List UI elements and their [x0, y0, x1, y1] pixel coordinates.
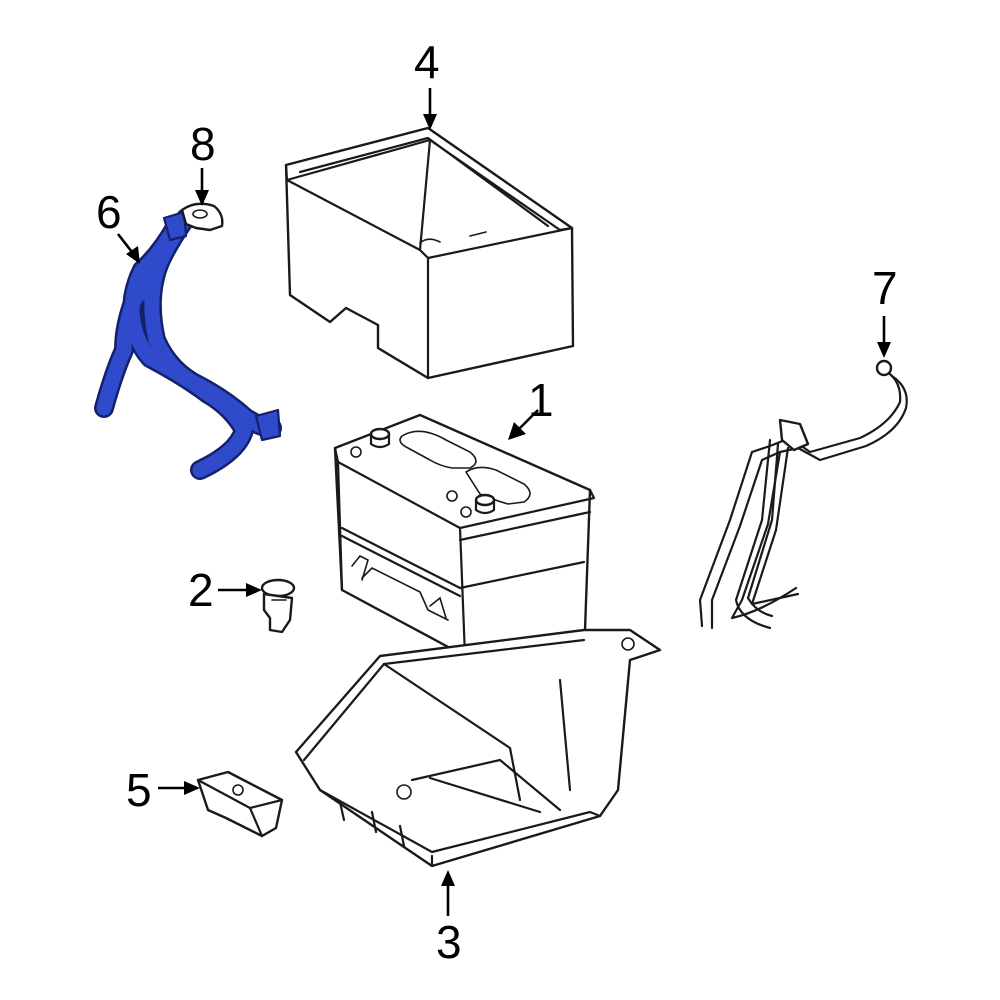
- battery-part-1[interactable]: [333, 413, 596, 658]
- callout-label-1: 1: [528, 374, 554, 426]
- callout-1: 1: [508, 374, 554, 440]
- callout-label-2: 2: [188, 564, 214, 616]
- callout-7: 7: [872, 262, 898, 358]
- cable-part-7[interactable]: [698, 359, 908, 630]
- callout-label-5: 5: [126, 764, 152, 816]
- callout-label-7: 7: [872, 262, 898, 314]
- callout-label-4: 4: [414, 36, 440, 88]
- battery-tray-part-3[interactable]: [294, 628, 662, 868]
- terminal-part-8[interactable]: [180, 202, 224, 232]
- callout-5: 5: [126, 764, 200, 816]
- callout-3: 3: [436, 870, 462, 968]
- callout-label-8: 8: [190, 118, 216, 170]
- hold-down-part-5[interactable]: [196, 770, 284, 838]
- callout-2: 2: [188, 564, 262, 616]
- clip-part-2[interactable]: [260, 578, 296, 634]
- callout-8: 8: [190, 118, 216, 206]
- battery-insulator-part-4[interactable]: [284, 126, 575, 380]
- callout-label-6: 6: [96, 186, 122, 238]
- cable-part-6[interactable]: [94, 208, 282, 480]
- callout-6: 6: [96, 186, 140, 264]
- callout-label-3: 3: [436, 916, 462, 968]
- callout-4: 4: [414, 36, 440, 130]
